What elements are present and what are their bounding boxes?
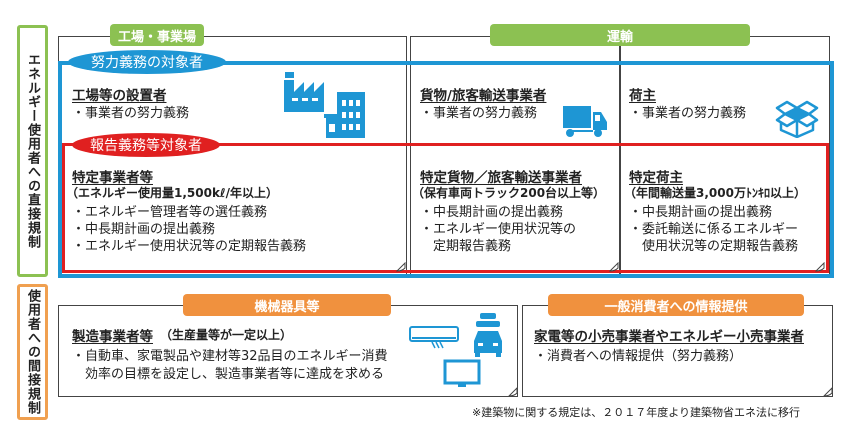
shipper-report-line: 使用状況等の定期報告義務: [629, 239, 799, 254]
truck-icon: [563, 106, 607, 137]
consumer-tab: 一般消費者への情報提供: [548, 294, 804, 316]
factory-report-line: ・エネルギー使用状況等の定期報告義務: [72, 239, 307, 254]
carrier-effort-line: ・事業者の努力義務: [420, 106, 538, 121]
shipper-effort-line: ・事業者の努力義務: [629, 106, 747, 121]
carrier-effort-heading: 貨物/旅客輸送事業者: [420, 88, 547, 104]
indirect-regulation-label: 使用者への間接規制: [25, 289, 40, 415]
report-obligation-box: [62, 143, 829, 273]
report-obligation-pill-label: 報告義務等対象者: [90, 138, 202, 154]
indirect-regulation-label-box: 使用者への間接規制: [17, 284, 48, 420]
equipment-tab: 機械器具等: [183, 294, 391, 316]
folded-corner-icon: [508, 387, 518, 397]
folded-corner-icon: [823, 387, 833, 397]
transport-tab-label: 運輸: [606, 29, 633, 45]
carrier-report-line: ・中長期計画の提出義務: [420, 205, 564, 220]
effort-obligation-pill-label: 努力義務の対象者: [91, 55, 203, 71]
factory-effort-line: ・事業者の努力義務: [72, 106, 190, 121]
factory-effort-heading: 工場等の設置者: [72, 88, 167, 104]
factory-building-icon: [284, 72, 365, 138]
folded-corner-icon: [609, 262, 619, 272]
shipper-effort-heading: 荷主: [629, 88, 656, 104]
equipment-line: ・自動車、家電製品や建材等32品目のエネルギー消費: [72, 349, 388, 364]
folded-corner-icon: [815, 262, 825, 272]
box-icon: [775, 100, 819, 138]
consumer-tab-label: 一般消費者への情報提供: [604, 299, 748, 315]
factory-report-heading: 特定事業者等: [72, 170, 153, 186]
direct-regulation-label: エネルギー使用者への直接規制: [25, 53, 40, 249]
equipment-heading: 製造事業者等: [72, 329, 153, 345]
shipper-report-heading: 特定荷主: [629, 170, 683, 186]
shipper-report-sub: （年間輸送量3,000万ﾄﾝｷﾛ以上）: [624, 186, 806, 200]
consumer-line: ・消費者への情報提供（努力義務）: [534, 349, 743, 364]
footnote: ※建築物に関する規定は、２０１７年度より建築物省エネ法に移行: [472, 406, 800, 419]
effort-obligation-box: [58, 61, 834, 278]
equipment-tab-label: 機械器具等: [254, 299, 320, 315]
folded-corner-icon: [396, 262, 406, 272]
equipment-sub: （生産量等が一定以上）: [160, 328, 293, 342]
consumer-heading: 家電等の小売事業者やエネルギー小売事業者: [534, 329, 804, 345]
transport-tab: 運輸: [490, 24, 750, 46]
direct-regulation-label-box: エネルギー使用者への直接規制: [17, 25, 48, 277]
factory-report-line: ・エネルギー管理者等の選任義務: [72, 205, 268, 220]
effort-obligation-pill: 努力義務の対象者: [68, 50, 226, 74]
air-conditioner-icon: [409, 326, 459, 349]
shipper-report-line: ・中長期計画の提出義務: [629, 205, 773, 220]
car-icon: [474, 313, 502, 357]
equipment-line: 効率の目標を設定し、製造事業者等に達成を求める: [72, 367, 385, 382]
tv-icon: [443, 359, 481, 387]
factory-report-line: ・中長期計画の提出義務: [72, 222, 216, 237]
carrier-report-line: ・エネルギー使用状況等の: [420, 222, 577, 237]
carrier-report-line: 定期報告義務: [420, 239, 512, 254]
carrier-report-heading: 特定貨物／旅客輸送事業者: [420, 170, 582, 186]
carrier-report-sub: （保有車両トラック200台以上等）: [412, 186, 606, 200]
factory-tab-label: 工場・事業場: [117, 29, 196, 45]
factory-report-sub: （エネルギー使用量1,500kℓ/年以上）: [66, 186, 278, 200]
factory-tab: 工場・事業場: [110, 24, 204, 46]
shipper-report-line: ・委託輸送に係るエネルギー: [629, 222, 799, 237]
transport-divider: [619, 36, 621, 276]
report-obligation-pill: 報告義務等対象者: [72, 133, 220, 157]
